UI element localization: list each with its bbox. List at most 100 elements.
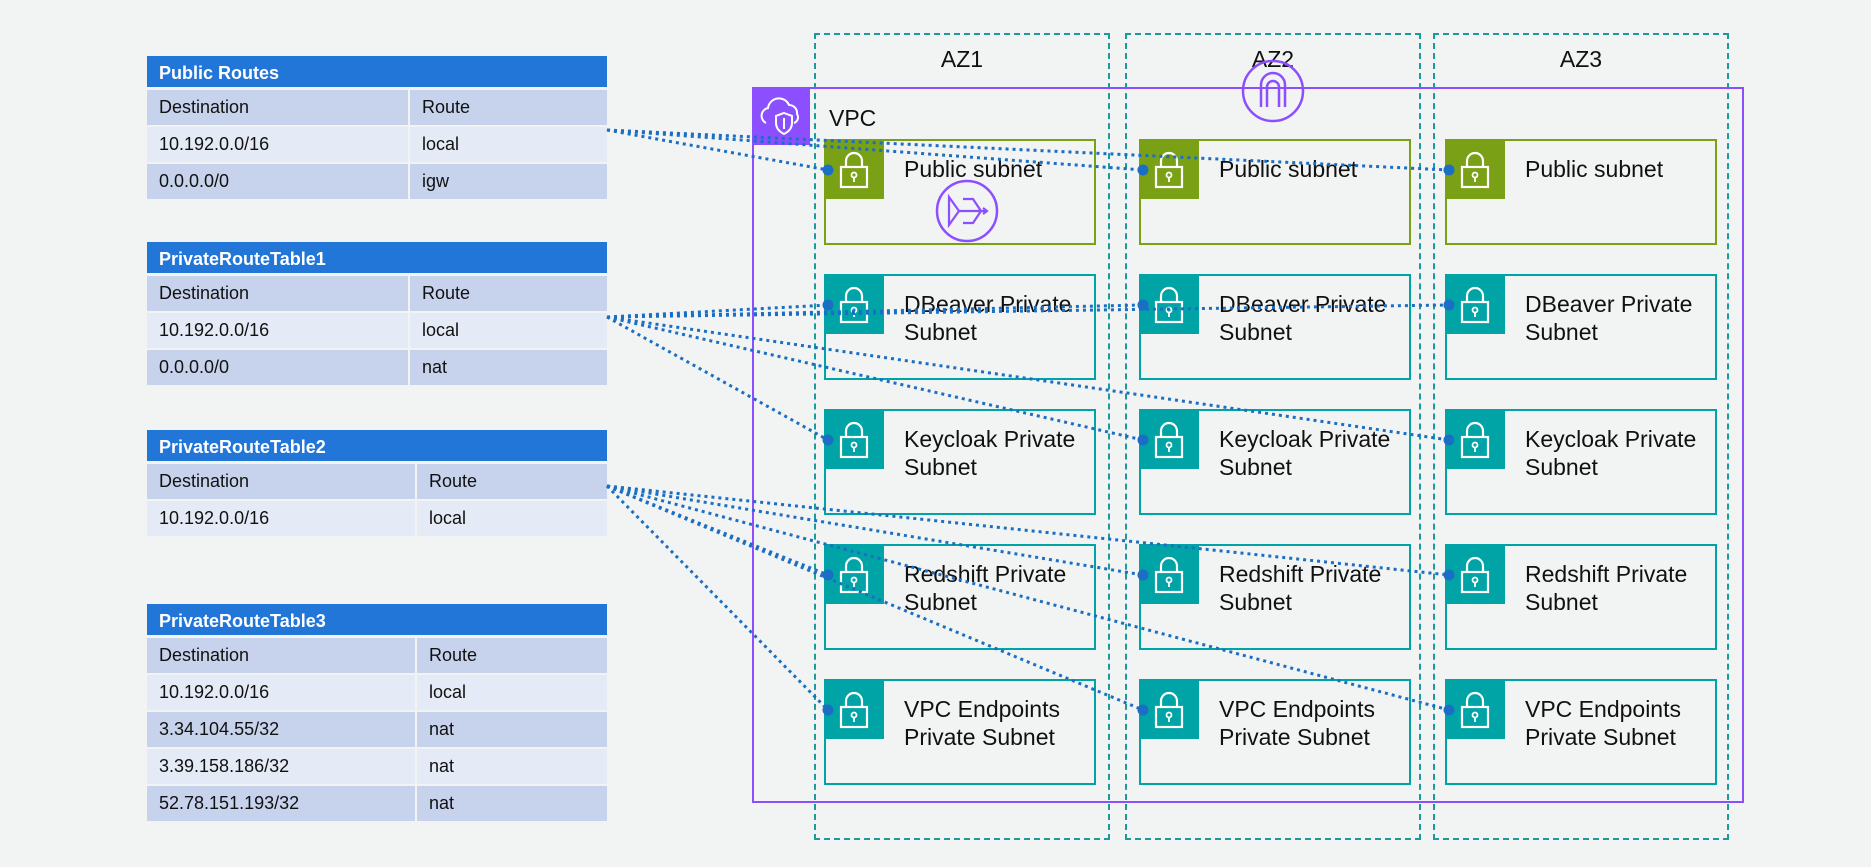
padlock-icon <box>824 544 884 604</box>
subnet-label-line-2: Private Subnet <box>1219 724 1370 750</box>
route-connector-line <box>606 484 829 577</box>
subnet-label-line-1: Redshift Private <box>904 561 1067 587</box>
padlock-icon <box>824 409 884 469</box>
az1-label: AZ1 <box>940 46 984 72</box>
padlock-icon <box>1139 139 1199 199</box>
destination-header: Destination <box>147 276 410 311</box>
route-header: Route <box>410 90 607 125</box>
destination-cell: 10.192.0.0/16 <box>147 675 417 710</box>
padlock-icon <box>1139 274 1199 334</box>
destination-cell: 3.34.104.55/32 <box>147 712 417 747</box>
route-cell: nat <box>417 749 607 784</box>
public-subnet-az2[interactable]: Public subnet <box>1139 139 1411 245</box>
subnet-label-line-2: Subnet <box>1219 454 1292 480</box>
table-title: Public Routes <box>147 56 607 90</box>
route-connector-line <box>606 315 829 442</box>
route-connector-line <box>606 303 1450 319</box>
connector-endpoint <box>1443 164 1455 176</box>
connector-endpoint <box>1443 434 1455 446</box>
subnet-label-line-1: Public subnet <box>1525 156 1664 182</box>
connector-endpoint <box>822 704 834 716</box>
padlock-icon <box>1445 679 1505 739</box>
route-connector-line <box>606 315 1144 442</box>
subnet-label-line-2: Subnet <box>1219 319 1292 345</box>
subnet-label-line-2: Subnet <box>904 319 977 345</box>
destination-header: Destination <box>147 638 417 673</box>
subnet-label-line-1: VPC Endpoints <box>904 696 1060 722</box>
nat-gateway-icon <box>935 179 999 243</box>
subnet-label-line-2: Private Subnet <box>904 724 1055 750</box>
connector-endpoint <box>1137 704 1149 716</box>
connector-endpoint <box>1443 299 1455 311</box>
route-cell: igw <box>410 164 607 199</box>
route-cell: local <box>410 313 607 348</box>
destination-cell: 10.192.0.0/16 <box>147 501 417 536</box>
route-cell: local <box>417 675 607 710</box>
connector-endpoint <box>1443 569 1455 581</box>
subnet-label-line-1: DBeaver Private <box>1219 291 1387 317</box>
destination-header: Destination <box>147 464 417 499</box>
subnet-label-line-1: Redshift Private <box>1525 561 1688 587</box>
subnet-label-line-2: Subnet <box>1219 589 1292 615</box>
subnet-label: Public subnet <box>1219 155 1419 183</box>
padlock-icon <box>1445 409 1505 469</box>
subnet-label-line-1: Keycloak Private <box>1525 426 1697 452</box>
subnet-label-line-1: DBeaver Private <box>1525 291 1693 317</box>
route-connector-line <box>606 128 1144 172</box>
connector-endpoint <box>822 299 834 311</box>
subnet-label-line-2: Subnet <box>1525 589 1598 615</box>
vpc-label: VPC <box>829 105 877 131</box>
route-connector-line <box>606 315 1450 442</box>
route-connector-line <box>606 303 829 319</box>
destination-cell: 3.39.158.186/32 <box>147 749 417 784</box>
route-connector-line <box>605 484 830 712</box>
connector-endpoint <box>822 434 834 446</box>
route-cell: local <box>417 501 607 536</box>
padlock-icon <box>1139 409 1199 469</box>
table-title: PrivateRouteTable1 <box>147 242 607 276</box>
connector-endpoint <box>1443 704 1455 716</box>
route-connector-line <box>606 484 1450 577</box>
route-cell: nat <box>410 350 607 385</box>
destination-cell: 0.0.0.0/0 <box>147 164 410 199</box>
vpc-boundary <box>752 87 1744 803</box>
route-header: Route <box>417 464 607 499</box>
internet-gateway-icon <box>1241 59 1305 123</box>
subnet-label-line-1: VPC Endpoints <box>1525 696 1681 722</box>
subnet-label-line-2: Subnet <box>1525 319 1598 345</box>
table-title: PrivateRouteTable2 <box>147 430 607 464</box>
padlock-icon <box>824 274 884 334</box>
route-connector-line <box>606 303 1144 319</box>
public-subnet-az3[interactable]: Public subnet <box>1445 139 1717 245</box>
subnet-label-line-1: Keycloak Private <box>904 426 1076 452</box>
table-title: PrivateRouteTable3 <box>147 604 607 638</box>
destination-cell: 0.0.0.0/0 <box>147 350 410 385</box>
